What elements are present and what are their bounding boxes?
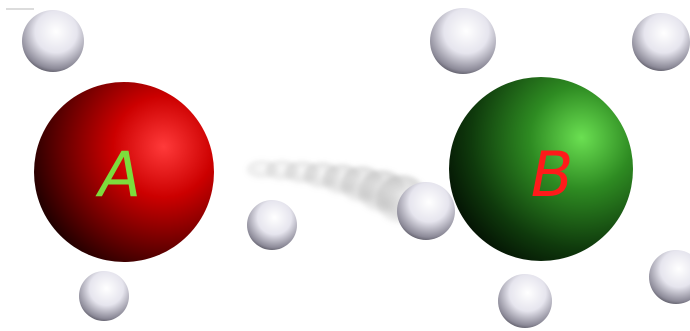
sphere-b: B bbox=[449, 77, 633, 261]
particle-bottom-left bbox=[79, 271, 129, 321]
particle-center bbox=[247, 200, 297, 250]
particle-top-middle bbox=[430, 8, 496, 74]
particle-top-left bbox=[22, 10, 84, 72]
particle-bottom-middle bbox=[498, 274, 552, 328]
particle-top-right bbox=[632, 13, 690, 71]
sphere-b-label: B bbox=[531, 138, 574, 211]
particle-moving bbox=[397, 182, 455, 240]
sphere-a-label: A bbox=[95, 138, 141, 211]
particle-bottom-right bbox=[649, 250, 690, 304]
corner-dash bbox=[6, 8, 34, 10]
sphere-a: A bbox=[34, 82, 214, 262]
